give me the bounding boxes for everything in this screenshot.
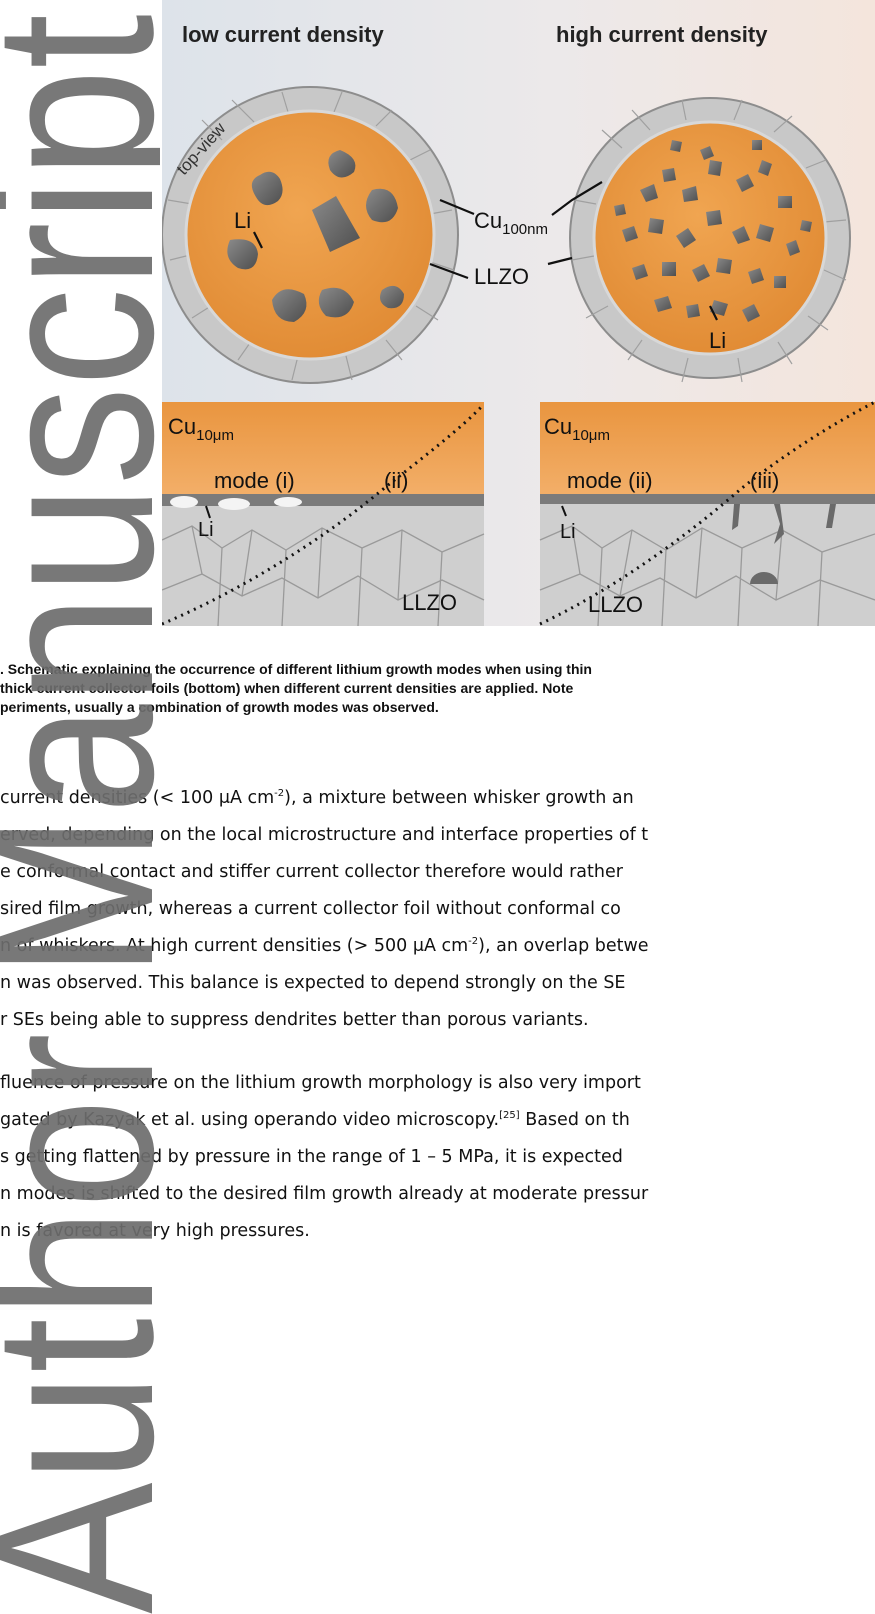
cross-section-left [162,402,486,626]
cu-thick-label-right: Cu10μm [544,414,610,444]
mode-ii-right-label: mode (ii) [567,468,653,493]
mode-iii-label: (iii) [750,468,779,493]
top-leader-lines [253,181,718,321]
caption-line: . Schematic explaining the occurrence of… [0,661,592,677]
cu-thick-label-left: Cu10μm [168,414,234,444]
text-line: n is favored at very high pressures. [0,1221,310,1241]
figure-caption: . Schematic explaining the occurrence of… [0,660,875,717]
right-disc [569,97,851,383]
text-line: s getting flattened by pressure in the r… [0,1147,623,1167]
text-line: sired film growth, whereas a current col… [0,899,621,919]
text-line: e conformal contact and stiffer current … [0,862,623,882]
li-label-top-right: Li [709,328,726,353]
panel-left-title: low current density [182,22,384,47]
caption-line: periments, usually a combination of grow… [0,699,439,715]
left-disc [162,86,459,384]
schematic-figure: low current density high current density [162,0,875,626]
li-label-top-left: Li [234,208,251,233]
text-line: n was observed. This balance is expected… [0,973,626,993]
text-line: n modes is shifted to the desired film g… [0,1184,649,1204]
panel-right-title: high current density [556,22,768,47]
llzo-label-bottom-left: LLZO [402,590,457,615]
text-line: r SEs being able to suppress dendrites b… [0,1010,589,1030]
text-line: current densities (< 100 μA cm-2), a mix… [0,788,634,808]
llzo-label-top: LLZO [474,264,529,289]
caption-line: thick current collector foils (bottom) w… [0,680,574,696]
mode-ii-left-label: (ii) [384,468,408,493]
text-line: n of whiskers. At high current densities… [0,936,649,956]
li-label-bottom-right: Li [560,521,576,543]
body-text: current densities (< 100 μA cm-2), a mix… [0,780,875,1250]
cu-thin-label: Cu100nm [474,208,548,238]
text-line: gated by Kazyak et al. using operando vi… [0,1110,630,1130]
mode-i-label: mode (i) [214,468,295,493]
llzo-label-bottom-right: LLZO [588,592,643,617]
text-line: fluence of pressure on the lithium growt… [0,1073,641,1093]
text-line: erved, depending on the local microstruc… [0,825,649,845]
cross-section-right [539,400,875,626]
li-label-bottom-left: Li [198,519,214,541]
